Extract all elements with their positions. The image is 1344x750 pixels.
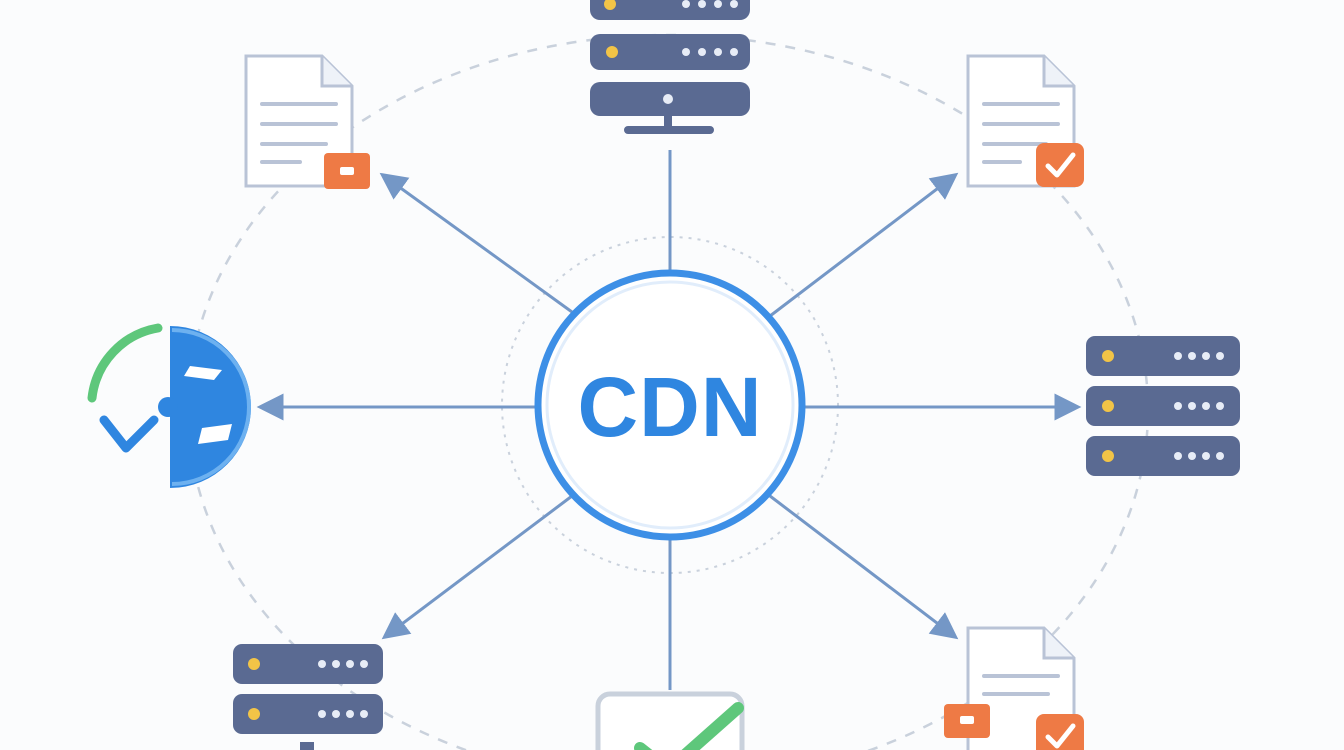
checkbox-icon (595, 691, 745, 750)
edge-server-right-icon (1086, 336, 1240, 476)
document-check-icon-bottom (944, 626, 1084, 750)
origin-server-icon (590, 0, 750, 134)
cdn-hub: CDN (534, 269, 806, 541)
connector-top-right (769, 172, 959, 318)
edge-server-bottom-left-icon (233, 644, 383, 750)
document-check-icon (966, 54, 1084, 188)
document-lock-icon (244, 54, 370, 189)
clock-speed-icon (87, 323, 251, 488)
connector-top-left (379, 172, 573, 314)
connector-bottom-left (381, 494, 573, 640)
connectors (256, 150, 1082, 690)
hub-label: CDN (578, 360, 763, 454)
connector-bottom-right (769, 494, 959, 640)
